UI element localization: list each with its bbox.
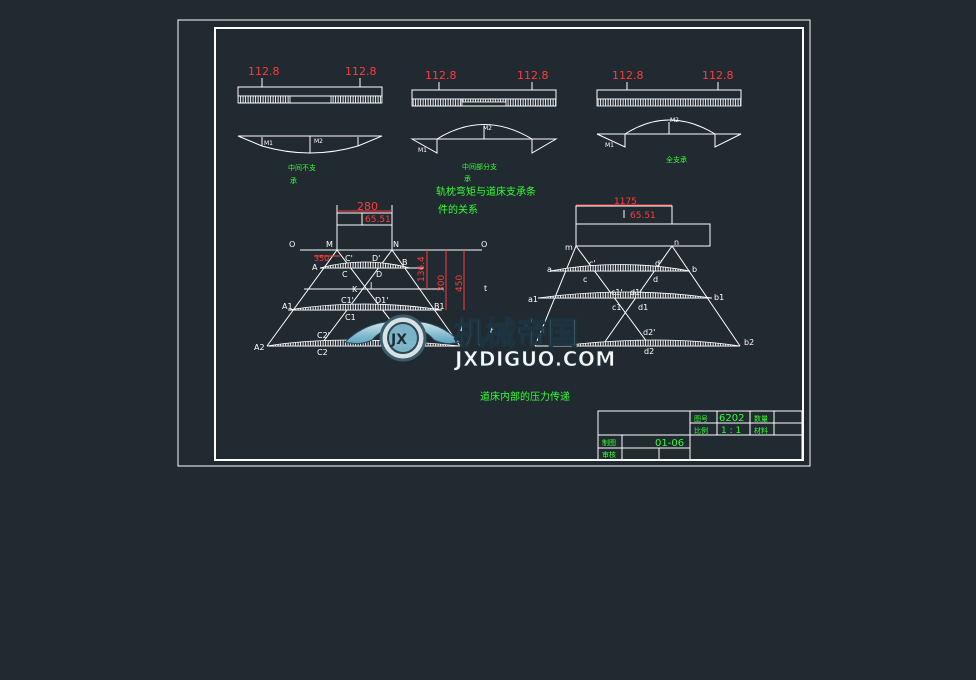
left-dim-450: 450 (455, 275, 465, 292)
tb-drawing-no-value: 6202 (719, 413, 744, 424)
tb-drawing-no-label: 图号 (694, 415, 708, 423)
right-dim-6551: 65.51 (630, 211, 656, 221)
label-C2p: C2' (317, 331, 330, 340)
brand-name: 机械帝国 (454, 316, 578, 352)
beam1-m1: M1 (264, 140, 273, 147)
tb-sheet-number: 01-06 (655, 438, 684, 449)
label-b1: b1 (714, 293, 724, 302)
left-dim-300: 300 (437, 275, 447, 292)
label-A1: A1 (282, 302, 293, 311)
beam1-right-load: 112.8 (345, 65, 377, 78)
label-t: t (484, 284, 487, 293)
label-D: D (376, 270, 382, 279)
beam1-caption-a: 中间不支 (288, 163, 316, 172)
beam3-left-load: 112.8 (612, 69, 644, 82)
beam1-left-load: 112.8 (248, 65, 280, 78)
label-cp: c' (589, 259, 596, 268)
beam2-caption-a: 中间部分支 (462, 162, 497, 171)
label-B: B (402, 258, 408, 267)
label-a: a (547, 265, 552, 274)
title-block: 图号 6202 数量 比例 1 : 1 材料 制图 01-06 审核 (597, 410, 803, 461)
label-n: n (674, 238, 679, 247)
tb-material-label: 材料 (754, 426, 768, 435)
pressure-caption: 道床内部的压力传递 (480, 390, 570, 403)
left-pressure-diagram: 280 65.51 O M N O 350 136.4 300 450 A C'… (254, 200, 487, 357)
label-D1p: D1' (375, 296, 388, 305)
label-d1p: d1' (630, 288, 642, 297)
beam1-caption-b: 承 (290, 176, 297, 185)
outer-sheet-border (177, 19, 811, 467)
tb-check-label: 审核 (602, 450, 616, 459)
watermark-logo: JX 机械帝国 JXDIGUO.COM (344, 314, 616, 371)
label-b: b (692, 265, 697, 274)
beam-diagram-2: 112.8 112.8 M1 M2 中间部分支 承 (410, 69, 558, 183)
label-B1: B1 (434, 302, 445, 311)
beam-diagram-1: 112.8 112.8 M1 M2 中间不支 承 (237, 65, 383, 185)
label-A: A (312, 263, 318, 272)
label-C: C (342, 270, 348, 279)
label-M: M (326, 240, 333, 249)
label-C2: C2 (317, 348, 328, 357)
relation-heading-line2: 件的关系 (438, 203, 478, 216)
beam2-left-load: 112.8 (425, 69, 457, 82)
logo-badge: JX (390, 332, 407, 348)
label-b2: b2 (744, 338, 754, 347)
label-Dp: D' (372, 254, 380, 263)
beam2-m1: M1 (418, 147, 427, 154)
tb-qty-label: 数量 (754, 414, 768, 423)
label-Cp: C' (345, 254, 353, 263)
label-d2: d2 (644, 347, 654, 356)
tb-scale-value: 1 : 1 (721, 426, 741, 436)
label-d1: d1 (638, 303, 648, 312)
brand-url: JXDIGUO.COM (453, 347, 616, 371)
label-J: J (369, 281, 372, 290)
label-C1p: C1' (341, 296, 354, 305)
label-a1: a1 (528, 295, 538, 304)
label-N: N (393, 240, 399, 249)
beam-diagram-3: 112.8 112.8 M1 M2 全支承 (596, 69, 742, 164)
inner-sheet-border (214, 27, 804, 461)
label-c: c (583, 275, 587, 284)
label-d: d (653, 275, 658, 284)
right-dim-1175: 1175 (614, 197, 637, 207)
label-m: m (565, 243, 573, 252)
left-dim-350: 350 (314, 254, 329, 263)
right-pressure-diagram: 1175 65.51 m n a c' d' b c d a1 c1' d1' … (528, 197, 754, 356)
label-C1: C1 (345, 313, 356, 322)
beam2-m2: M2 (483, 125, 492, 132)
label-c1: c1 (612, 303, 622, 312)
tb-scale-label: 比例 (694, 426, 708, 435)
label-A2: A2 (254, 343, 265, 352)
beam3-m2: M2 (670, 117, 679, 124)
left-dim-6551: 65.51 (365, 215, 391, 225)
label-dp: d' (655, 259, 662, 268)
beam1-m2: M2 (314, 138, 323, 145)
label-K: K (352, 285, 358, 294)
tb-drawn-label: 制图 (602, 438, 616, 447)
label-c1p: c1' (611, 288, 623, 297)
label-d2p: d2' (643, 328, 655, 337)
relation-heading-line1: 轨枕弯矩与道床支承条 (436, 185, 536, 198)
beam3-caption: 全支承 (666, 155, 687, 164)
beam2-right-load: 112.8 (517, 69, 549, 82)
left-dim-280: 280 (357, 200, 378, 213)
beam3-m1: M1 (605, 142, 614, 149)
label-O-right: O (481, 240, 487, 249)
label-O-left: O (289, 240, 295, 249)
beam3-right-load: 112.8 (702, 69, 734, 82)
beam2-caption-b: 承 (464, 174, 471, 183)
left-dim-136: 136.4 (417, 256, 427, 282)
